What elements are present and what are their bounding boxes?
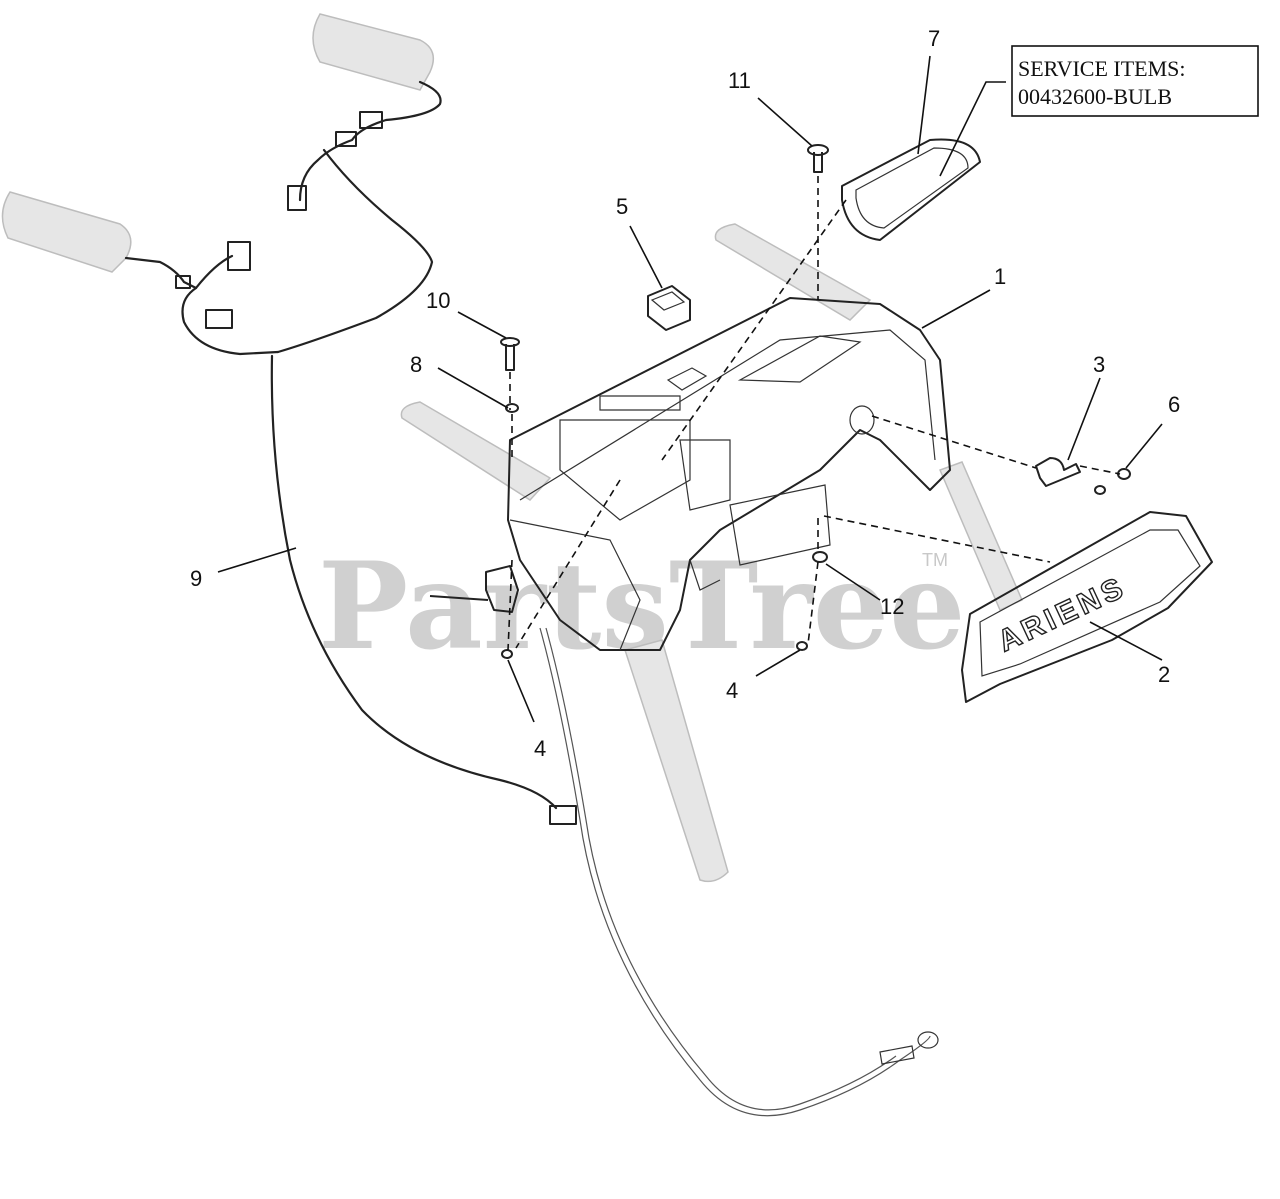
callout-4-left: 4 [534, 736, 546, 761]
cable [539, 627, 939, 1117]
service-items-box: SERVICE ITEMS: 00432600-BULB [1011, 45, 1259, 117]
callout-10: 10 [426, 288, 450, 313]
callout-8: 8 [410, 352, 422, 377]
handlebar-tubes [1, 13, 1023, 883]
service-box-frame [1011, 45, 1259, 117]
harness-connector [227, 241, 251, 271]
assembly-lines [507, 176, 1121, 651]
washer-12 [812, 551, 828, 563]
right-grip [312, 13, 435, 91]
bolt-11 [807, 144, 829, 173]
harness-connector [175, 275, 191, 289]
harness-connector [335, 131, 357, 147]
service-box-title: SERVICE ITEMS: [1018, 56, 1186, 81]
clamp-3 [1035, 457, 1081, 487]
harness-connector [359, 111, 383, 129]
harness-connector [287, 185, 307, 211]
rocker-switch [647, 285, 691, 331]
harness-connector [205, 309, 233, 329]
callout-5: 5 [616, 194, 628, 219]
callout-9: 9 [190, 566, 202, 591]
nut-6 [1094, 468, 1131, 495]
callout-2: 2 [1158, 662, 1170, 687]
wiring-harness [124, 80, 577, 825]
control-lever [429, 565, 519, 613]
harness-end-connector [549, 805, 577, 825]
callout-1: 1 [994, 264, 1006, 289]
callout-3: 3 [1093, 352, 1105, 377]
callout-12: 12 [880, 594, 904, 619]
callouts: 7 11 5 1 3 6 10 8 9 12 2 4 4 [190, 26, 1180, 761]
callout-11: 11 [728, 68, 751, 93]
screw-4 [501, 641, 808, 659]
callout-7: 7 [928, 26, 940, 51]
dashboard-panel [507, 297, 951, 651]
watermark-tm: TM [922, 550, 948, 570]
callout-6: 6 [1168, 392, 1180, 417]
callout-4-right: 4 [726, 678, 738, 703]
washer-8 [505, 403, 519, 413]
service-box-part: 00432600-BULB [1018, 84, 1172, 109]
light-assembly [841, 138, 981, 241]
leader-lines [217, 55, 1163, 723]
left-grip [1, 191, 132, 273]
bolt-10 [500, 337, 520, 371]
